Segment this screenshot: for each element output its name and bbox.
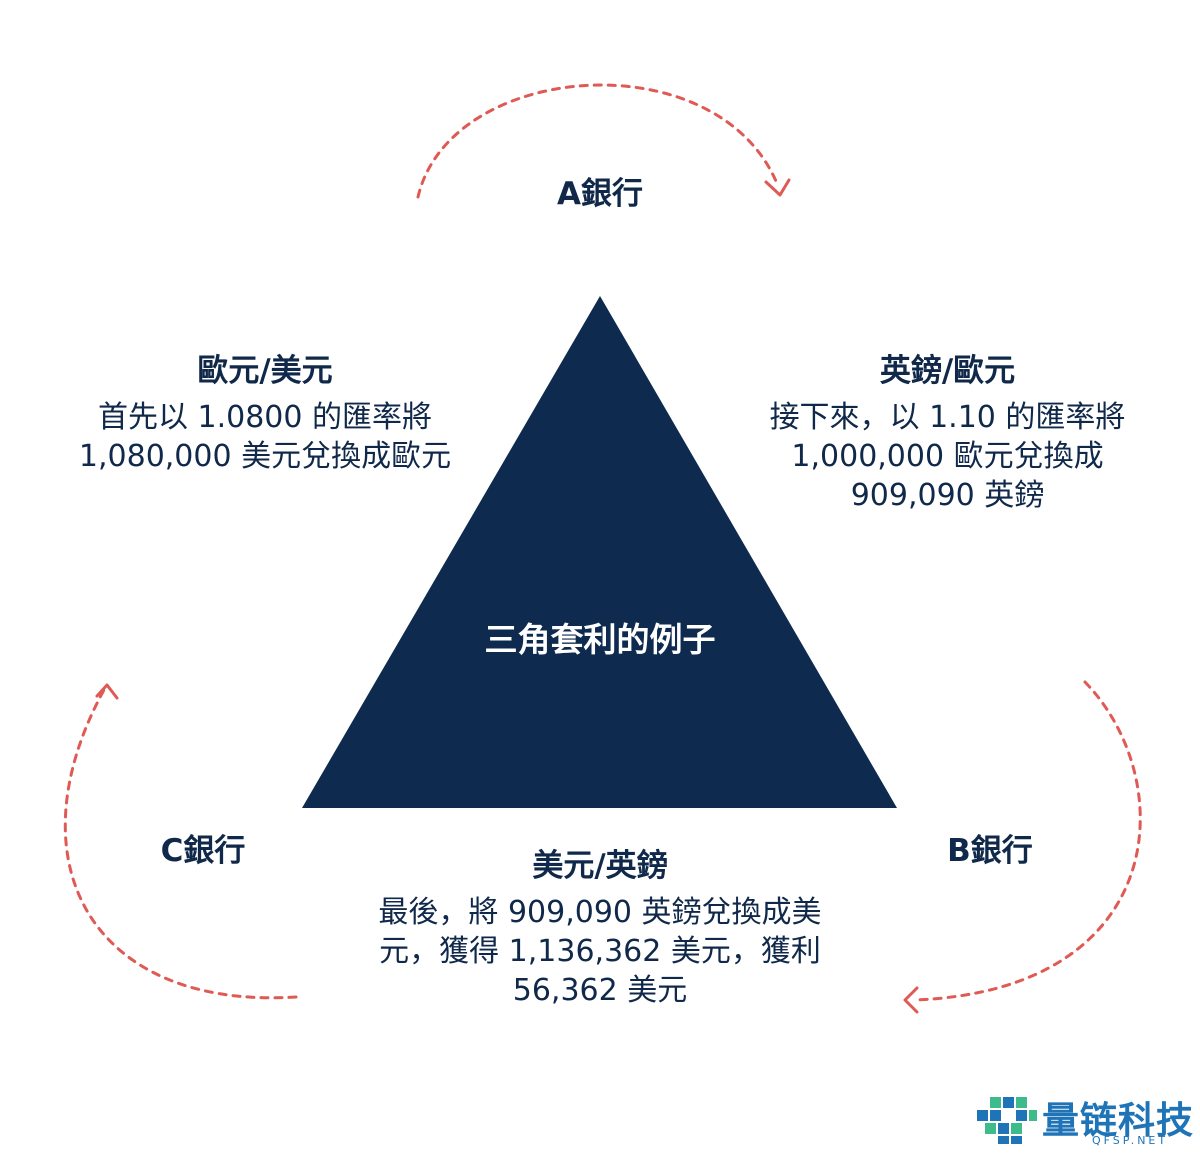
bank-b-label: B銀行 [947, 833, 1033, 869]
step-usd-gbp-line-3: 56,362 美元 [512, 973, 688, 1008]
logo-name: 量链科技 [1042, 1099, 1194, 1142]
logo-mark-icon [977, 1097, 1037, 1144]
step-gbp-eur: 英鎊/歐元 接下來，以 1.10 的匯率將 1,000,000 歐元兌換成 90… [735, 351, 1160, 515]
step-gbp-eur-line-1: 接下來，以 1.10 的匯率將 [769, 400, 1126, 435]
center-triangle [302, 296, 897, 808]
step-gbp-eur-title: 英鎊/歐元 [879, 353, 1016, 389]
arrow-left [63, 683, 298, 1000]
center-label: 三角套利的例子 [484, 620, 716, 659]
bank-a-label: A銀行 [557, 176, 643, 212]
bank-c-label: C銀行 [160, 833, 246, 869]
step-gbp-eur-line-2: 1,000,000 歐元兌換成 [791, 439, 1104, 474]
step-eur-usd-line-2: 1,080,000 美元兌換成歐元 [78, 439, 452, 474]
arrow-right [903, 680, 1142, 1014]
step-usd-gbp-line-2: 元，獲得 1,136,362 美元，獲利 [379, 934, 821, 969]
step-eur-usd-title: 歐元/美元 [197, 353, 333, 389]
step-usd-gbp-line-1: 最後，將 909,090 英鎊兌換成美 [378, 895, 822, 930]
step-eur-usd-line-1: 首先以 1.0800 的匯率將 [97, 400, 433, 435]
step-eur-usd: 歐元/美元 首先以 1.0800 的匯率將 1,080,000 美元兌換成歐元 [40, 351, 490, 476]
step-usd-gbp-title: 美元/英鎊 [532, 848, 668, 884]
logo-domain: QFSP.NET [1092, 1134, 1169, 1147]
step-gbp-eur-line-3: 909,090 英鎊 [850, 478, 1045, 513]
arrow-top [416, 83, 791, 199]
step-usd-gbp: 美元/英鎊 最後，將 909,090 英鎊兌換成美 元，獲得 1,136,362… [340, 846, 860, 1010]
